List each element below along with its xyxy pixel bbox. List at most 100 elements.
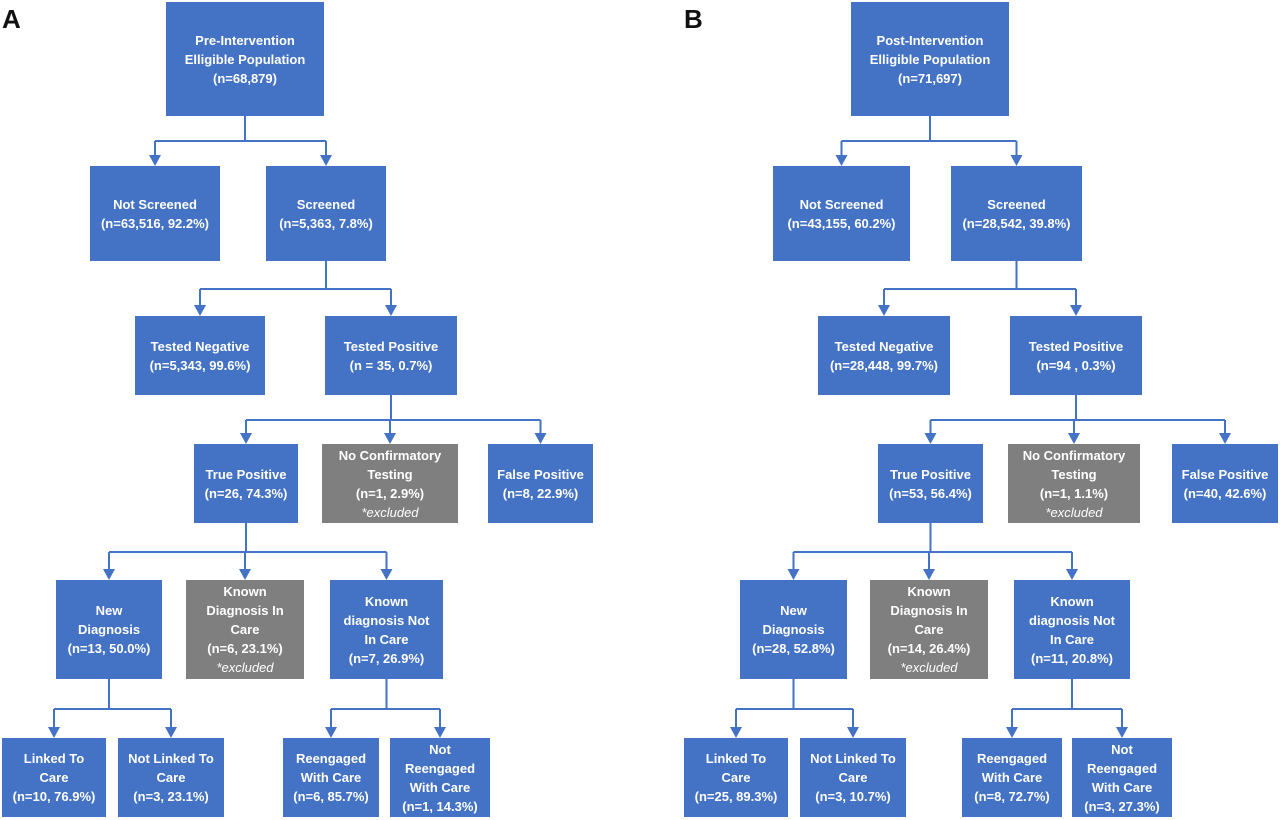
panel-a-arrowhead	[149, 155, 161, 166]
box-text-line: (n=8, 22.9%)	[502, 485, 579, 501]
box-text-line: With Care	[300, 770, 362, 785]
box-text-line: (n=5,343, 99.6%)	[149, 357, 251, 373]
panel-a-arrowhead	[165, 727, 177, 738]
panel-b-box-scr: Screened(n=28,542, 39.8%)	[951, 166, 1082, 261]
panel-a-arrowhead	[240, 433, 252, 444]
box-text-line: (n=28,448, 99.7%)	[829, 357, 939, 373]
box-text-line: (n=1, 14.3%)	[402, 798, 478, 814]
box-text-line: Care	[39, 770, 69, 785]
box-text-line: Known	[1050, 593, 1094, 609]
panel-b-box-notlinked: Not Linked To Care (n=3, 10.7%)	[800, 738, 906, 817]
box-text-line: (n=63,516, 92.2%)	[100, 215, 210, 231]
excluded-note: *excluded	[900, 660, 958, 675]
panel-b-arrowhead	[924, 433, 937, 444]
box-text-line: Not Screened	[799, 196, 884, 212]
panel-a-arrowhead	[434, 727, 446, 738]
panel-b-arrowhead	[1010, 155, 1023, 166]
box-text-line: Not Linked To	[810, 751, 896, 766]
panel-a-arrowhead	[48, 727, 60, 738]
box-text-line: Tested Positive	[1028, 338, 1124, 354]
box-text-line: In Care	[1049, 631, 1095, 647]
panel-a-arrowhead	[103, 569, 115, 580]
panel-b-arrowhead	[1219, 433, 1231, 444]
box-text-line: New	[95, 603, 123, 618]
box-text-line: Testing	[1051, 466, 1097, 482]
box-text-line: Tested Negative	[150, 338, 250, 354]
panel-a-box-tpos: Tested Positive (n = 35, 0.7%)	[325, 316, 457, 395]
panel-b-arrowhead	[923, 569, 935, 580]
box-text-line: (n=7, 26.9%)	[348, 650, 425, 666]
box-text-line: Not	[1111, 741, 1133, 757]
panel-a-box-linked: Linked To Care (n=10, 76.9%)	[2, 738, 106, 817]
panel-a-arrowhead	[194, 305, 206, 316]
box-text-line: (n=3, 23.1%)	[133, 789, 209, 804]
box-text-line: Known	[223, 584, 267, 599]
box-text-line: Reengaged	[295, 751, 367, 766]
box-text-line: Diagnosis In	[206, 603, 284, 618]
panel-a-box-truepos: True Positive(n=26, 74.3%)	[194, 444, 298, 523]
box-text-line: Tested Positive	[343, 338, 439, 354]
box-text-line: Reengaged	[404, 760, 476, 776]
box-text-line: With Care	[1091, 779, 1153, 795]
panel-b-arrowhead	[835, 155, 848, 166]
panel-a-arrowhead	[325, 727, 337, 738]
box-text-line: Linked To	[23, 751, 85, 766]
box-text-line: False Positive	[497, 466, 584, 482]
box-text-line: True Positive	[205, 466, 287, 482]
box-text-line: Care	[156, 770, 186, 785]
box-text-line: Reengaged	[1086, 760, 1158, 776]
box-text-line: False Positive	[1181, 466, 1269, 482]
box-text-line: Care	[914, 622, 944, 637]
panel-a-letter: A	[2, 4, 21, 34]
panel-b-box-truepos: True Positive(n=53, 56.4%)	[878, 444, 983, 523]
panel-b-arrowhead	[1116, 727, 1128, 738]
panel-a-arrowhead	[239, 569, 251, 580]
box-text-line: (n=43,155, 60.2%)	[787, 215, 896, 231]
excluded-note: *excluded	[1045, 504, 1103, 520]
box-text-line: Not Linked To	[128, 751, 214, 766]
box-text-line: (n=14, 26.4%)	[887, 641, 971, 656]
box-text-line: (n=28,542, 39.8%)	[962, 215, 1071, 231]
excluded-note: *excluded	[216, 660, 274, 675]
box-text-line: With Care	[981, 770, 1043, 785]
box-text-line: (n = 35, 0.7%)	[349, 357, 433, 373]
panel-a-box-tneg: Tested Negative (n=5,343, 99.6%)	[135, 316, 265, 395]
box-text-line: Tested Negative	[834, 338, 934, 354]
box-text-line: (n=53, 56.4%)	[889, 485, 972, 501]
panel-a-box-notlinked: Not Linked To Care (n=3, 23.1%)	[118, 738, 224, 817]
box-text-line: Care	[721, 770, 751, 785]
box-text-line: Not	[429, 741, 451, 757]
panel-b-box-tpos: Tested Positive (n=94 , 0.3%)	[1010, 316, 1142, 395]
box-text-line: Care	[230, 622, 260, 637]
box-text-line: (n=3, 10.7%)	[815, 789, 891, 804]
box-text-line: (n=25, 89.3%)	[694, 789, 778, 804]
box-text-line: (n=5,363, 7.8%)	[279, 215, 373, 231]
panel-b-arrowhead	[847, 727, 859, 738]
excluded-note: *excluded	[361, 504, 419, 520]
panel-b-box-tneg: Tested Negative (n=28,448, 99.7%)	[818, 316, 950, 395]
box-text-line: (n=94 , 0.3%)	[1036, 357, 1116, 373]
panel-a-arrowhead	[320, 155, 332, 166]
box-text-line: Testing	[367, 466, 413, 482]
panel-a-arrowhead	[534, 433, 547, 444]
panel-b-arrowhead	[1068, 433, 1080, 444]
box-text-line: (n=10, 76.9%)	[12, 789, 96, 804]
box-text-line: (n=40, 42.6%)	[1183, 485, 1267, 501]
box-text-line: (n=6, 85.7%)	[293, 789, 369, 804]
box-text-line: (n=3, 27.3%)	[1084, 798, 1160, 814]
panel-a-arrowhead	[384, 433, 396, 444]
box-text-line: (n=1, 2.9%)	[355, 485, 425, 501]
box-text-line: Care	[838, 770, 868, 785]
box-text-line: (n=8, 72.7%)	[974, 789, 1050, 804]
box-text-line: No Confirmatory	[1022, 447, 1126, 463]
box-text-line: (n=13, 50.0%)	[67, 641, 151, 656]
